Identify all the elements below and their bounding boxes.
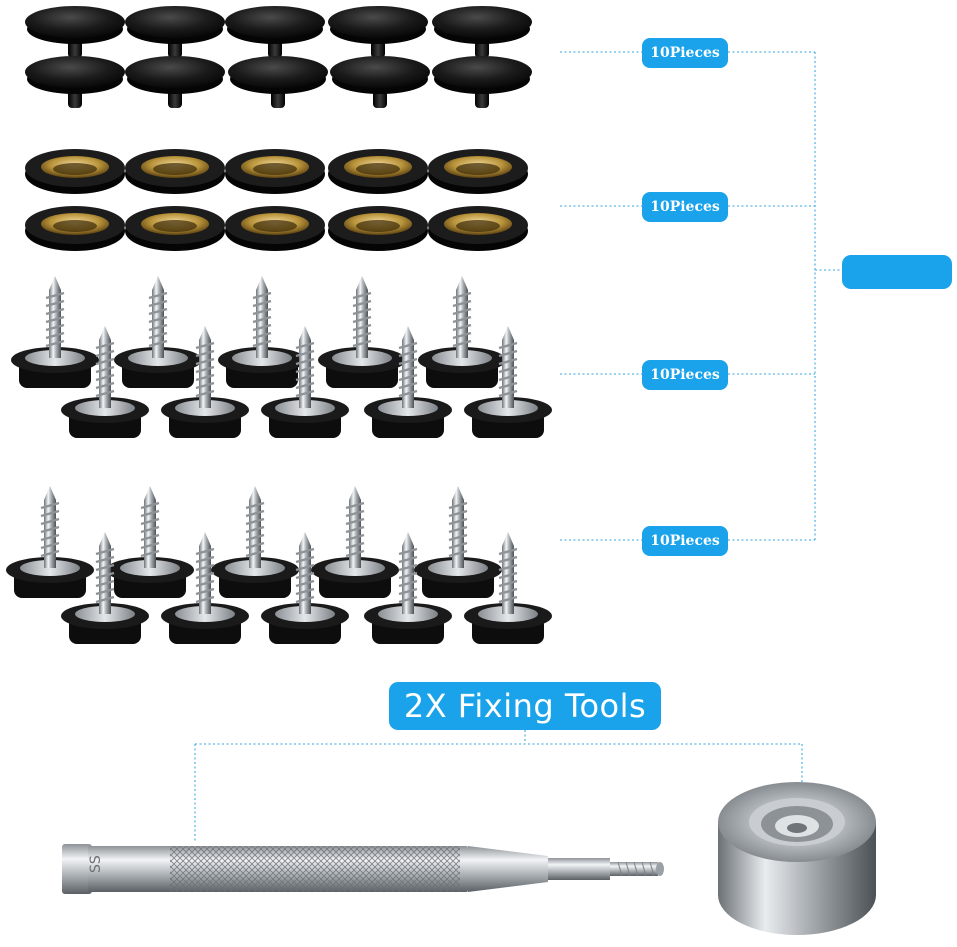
total-badge <box>842 255 952 289</box>
snap-stud-screw-group-2 <box>4 484 554 646</box>
svg-text:SS: SS <box>88 855 104 873</box>
count-badge-studs-2: 10Pieces <box>642 526 728 556</box>
count-badge-caps: 10Pieces <box>642 38 728 68</box>
setting-punch-tool: SS <box>62 844 664 894</box>
snap-stud-screw-group-1 <box>9 274 554 440</box>
snap-socket-row-front <box>25 206 528 251</box>
count-badge-sockets: 10Pieces <box>642 192 728 222</box>
snap-socket-row-back <box>25 149 528 194</box>
tools-title-badge: 2X Fixing Tools <box>389 682 661 730</box>
snap-cap-row-back <box>25 6 532 58</box>
anvil-tool <box>718 782 876 935</box>
count-badge-studs-1: 10Pieces <box>642 360 728 390</box>
snap-cap-row-front <box>25 56 532 108</box>
leader-lines <box>194 51 842 842</box>
